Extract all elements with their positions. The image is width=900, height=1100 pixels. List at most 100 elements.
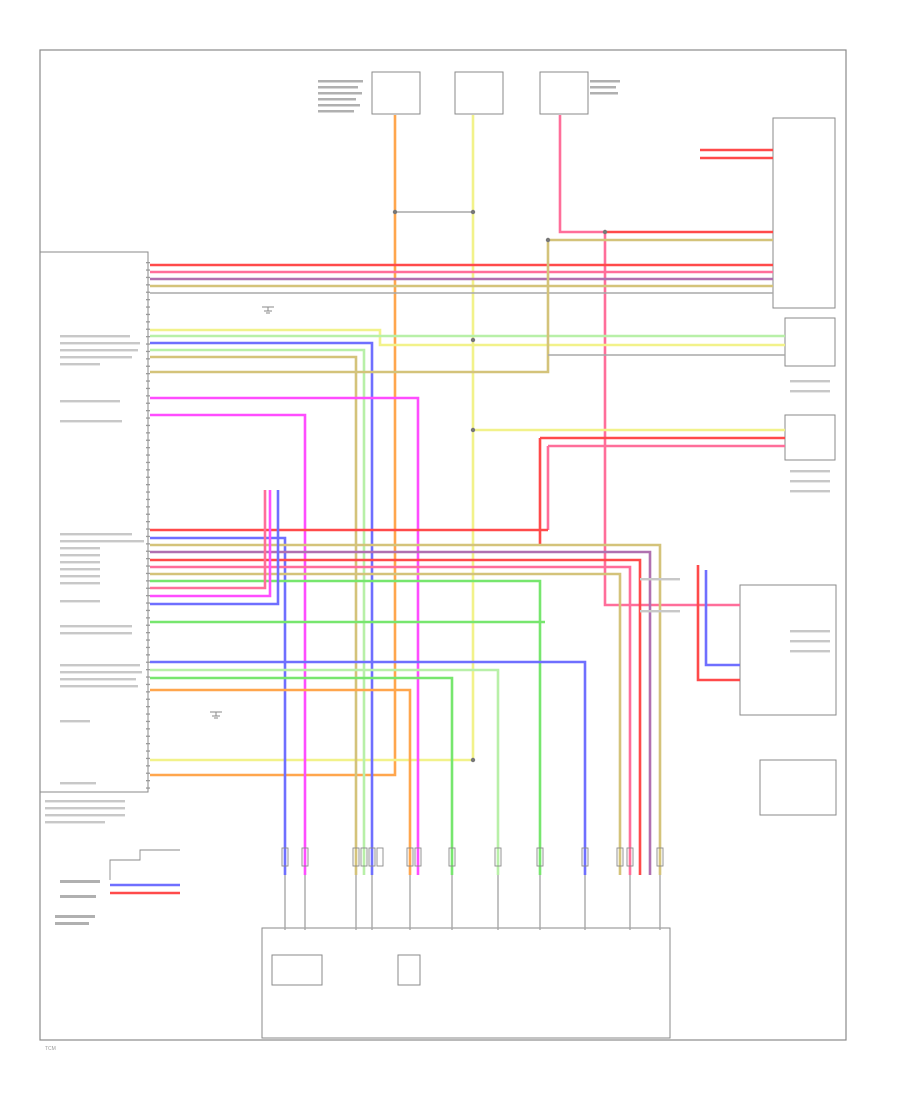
lower-left-component (55, 849, 180, 925)
fuse-box-left (371, 71, 421, 115)
fuse-box-label-lines (318, 80, 620, 113)
label-strip (640, 578, 680, 581)
wire-blue-lower (150, 660, 587, 875)
label-strip (45, 807, 125, 810)
tcm-pin (146, 476, 150, 478)
label-strip (60, 625, 132, 628)
tcm-pin (146, 498, 150, 501)
tcm-box (39, 251, 149, 793)
tcm-pin (146, 269, 150, 271)
line-pressure-solenoid-box (271, 954, 323, 986)
tcm-pin (146, 276, 150, 279)
fluid-temp-sensor-box (397, 954, 421, 986)
splice-dot (470, 209, 476, 215)
label-strip (60, 632, 132, 635)
tcm-pin (146, 750, 150, 752)
tcm-pin (146, 720, 150, 723)
connector-mark (581, 847, 589, 867)
wire-harness (110, 115, 785, 930)
wire-lightgreen-drop (150, 348, 366, 875)
tcm-pin (146, 469, 150, 471)
tcm-pin (146, 624, 150, 626)
tcm-pin (146, 706, 150, 708)
label-strip (60, 356, 132, 359)
label-strip (60, 568, 100, 571)
tcm-pin (146, 780, 150, 782)
tcm-pin (146, 513, 150, 515)
tcm-pin (146, 506, 150, 508)
tcm-pin (146, 661, 150, 663)
label-strip (45, 814, 125, 817)
label-strip (60, 782, 96, 785)
tcm-pin (146, 373, 150, 375)
wire-red-mid-2 (150, 558, 642, 875)
tcm-pin (146, 313, 150, 316)
tcm-pin (146, 713, 150, 715)
connector-mark (414, 847, 422, 867)
tcm-pin (146, 387, 150, 390)
wire-red-meter (696, 565, 740, 682)
label-strip (60, 561, 100, 564)
tcm-pin (146, 365, 150, 367)
splice-dot (602, 229, 608, 235)
tcm-pin (146, 528, 150, 530)
tcm-pin (146, 565, 150, 567)
fuse-box-middle (454, 71, 504, 115)
label-strip (60, 575, 100, 578)
ground-symbol-2 (210, 711, 222, 719)
splice-dot (470, 427, 476, 433)
control-valve-components (271, 954, 421, 986)
connector-mark (536, 847, 544, 867)
label-strip (60, 685, 138, 688)
tcm-pin (146, 358, 150, 360)
label-strip (790, 640, 830, 643)
tcm-pin (146, 728, 150, 730)
wire-violet-1 (150, 396, 420, 875)
bottom-connectors (281, 847, 664, 867)
tcm-pin (146, 321, 150, 323)
tcm-pin (146, 447, 150, 449)
tcm-pin (146, 343, 150, 345)
transmission-range-switch-box (772, 117, 836, 309)
tcm-pin (146, 328, 150, 330)
tcm-pin (146, 402, 150, 404)
tcm-pin (146, 291, 150, 293)
tcm-pin (146, 587, 150, 589)
tcm-pin (146, 380, 150, 382)
tcm-pin (146, 336, 150, 338)
tcm-pin (146, 432, 150, 434)
tcm-pin (146, 306, 150, 308)
page-code: TCM (45, 1046, 56, 1052)
tcm-pin (146, 550, 150, 552)
label-strip (60, 547, 100, 550)
wire-pink-feed (558, 115, 740, 607)
connector-mark (352, 847, 360, 867)
label-strip (640, 610, 680, 613)
label-strip (60, 533, 132, 536)
label-strip (790, 490, 830, 493)
tcm-pins (146, 262, 150, 789)
wire-violet-connector (150, 490, 272, 598)
label-strip (60, 554, 100, 557)
tcm-pin (146, 654, 150, 656)
tcm-pin (146, 617, 150, 619)
label-strip (60, 363, 100, 366)
lower-left-outline (109, 849, 180, 880)
tcm-pin (146, 691, 150, 693)
label-strip (60, 678, 136, 681)
tcm-pin (146, 535, 150, 538)
splice-dot (470, 757, 476, 763)
tcm-pin (146, 262, 150, 264)
control-valve-box (261, 927, 671, 1039)
label-strip (60, 349, 138, 352)
label-strip (790, 650, 830, 653)
tcm-pin (146, 772, 150, 774)
primary-speed-sensor-box (784, 414, 836, 461)
wire-yellow-secondary (150, 328, 785, 347)
wire-purple-mid (150, 550, 652, 875)
overdrive-control-switch-box (759, 759, 837, 816)
label-strip (60, 582, 100, 585)
label-strip (45, 821, 105, 824)
secondary-speed-sensor-box (784, 317, 836, 367)
label-strip (60, 400, 120, 403)
